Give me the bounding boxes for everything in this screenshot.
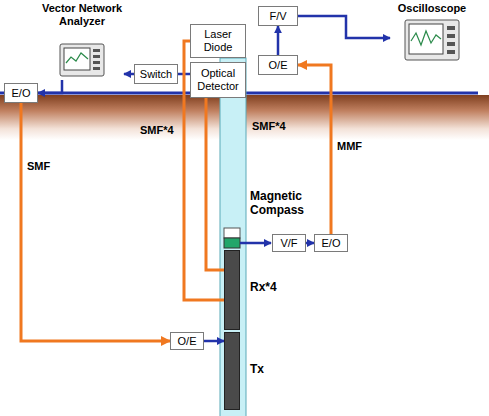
segment-label: Rx*4 (250, 280, 277, 294)
icon-holder (59, 43, 105, 80)
fiber-link (21, 103, 170, 341)
cable-label: Magnetic Compass (250, 190, 324, 218)
cable-label: SMF*4 (140, 124, 174, 136)
knob (447, 42, 455, 46)
instrument-title: Vector Network Analyzer (40, 2, 124, 27)
instrument-case (405, 20, 459, 60)
analyzer-icon (59, 43, 105, 77)
device-box: V/F (272, 234, 306, 252)
device-box: E/O (314, 234, 348, 252)
tool-segment: Tx (224, 332, 274, 410)
knob (93, 67, 100, 70)
screen-trace (66, 53, 88, 63)
signal-link (38, 80, 62, 93)
device-box: Laser Diode (190, 24, 246, 58)
instrument: Oscilloscope (390, 2, 474, 64)
cable-label: SMF*4 (252, 120, 286, 132)
signal-link (306, 242, 314, 245)
box-label: O/E (269, 59, 288, 72)
device-box: Optical Detector (190, 62, 246, 98)
instrument-case (60, 44, 104, 76)
oscilloscope-icon (404, 19, 460, 61)
box-label: Laser Diode (194, 28, 242, 53)
instrument-screen (64, 48, 90, 70)
icon-holder (404, 19, 460, 64)
box-label: O/E (178, 335, 197, 348)
device-box: Switch (134, 64, 178, 84)
box-label: F/V (269, 10, 286, 23)
compass-sensor (224, 238, 240, 248)
knob (93, 55, 100, 58)
knob (447, 50, 455, 54)
box-label: E/O (322, 237, 341, 250)
knob (447, 34, 455, 38)
tool-segment: Rx*4 (224, 250, 286, 330)
box-label: Optical Detector (194, 67, 242, 92)
device-box: O/E (170, 332, 204, 350)
device-box: F/V (258, 6, 298, 26)
device-box: O/E (258, 55, 298, 75)
instrument-title: Oscilloscope (398, 2, 466, 15)
screen-trace (411, 31, 441, 45)
box-label: V/F (280, 237, 297, 250)
tool-rod (224, 332, 240, 410)
signal-link (298, 16, 390, 38)
instrument-screen (409, 24, 443, 54)
device-box: E/O (4, 83, 38, 103)
signal-link (277, 26, 280, 55)
segment-label: Tx (250, 362, 264, 376)
instrument: Vector Network Analyzer (40, 2, 124, 80)
box-label: Switch (140, 68, 172, 81)
knob (93, 49, 100, 52)
tool-cap (224, 228, 240, 238)
knob (447, 26, 455, 30)
tool-rod (224, 250, 240, 330)
borehole (220, 58, 246, 416)
knob (93, 61, 100, 64)
box-label: E/O (12, 87, 31, 100)
signal-wire (240, 242, 271, 245)
cable-label: SMF (27, 160, 50, 172)
fiber-link (206, 98, 224, 270)
signal-link (204, 340, 224, 343)
cable-label: MMF (337, 140, 362, 152)
signal-link (124, 73, 134, 76)
